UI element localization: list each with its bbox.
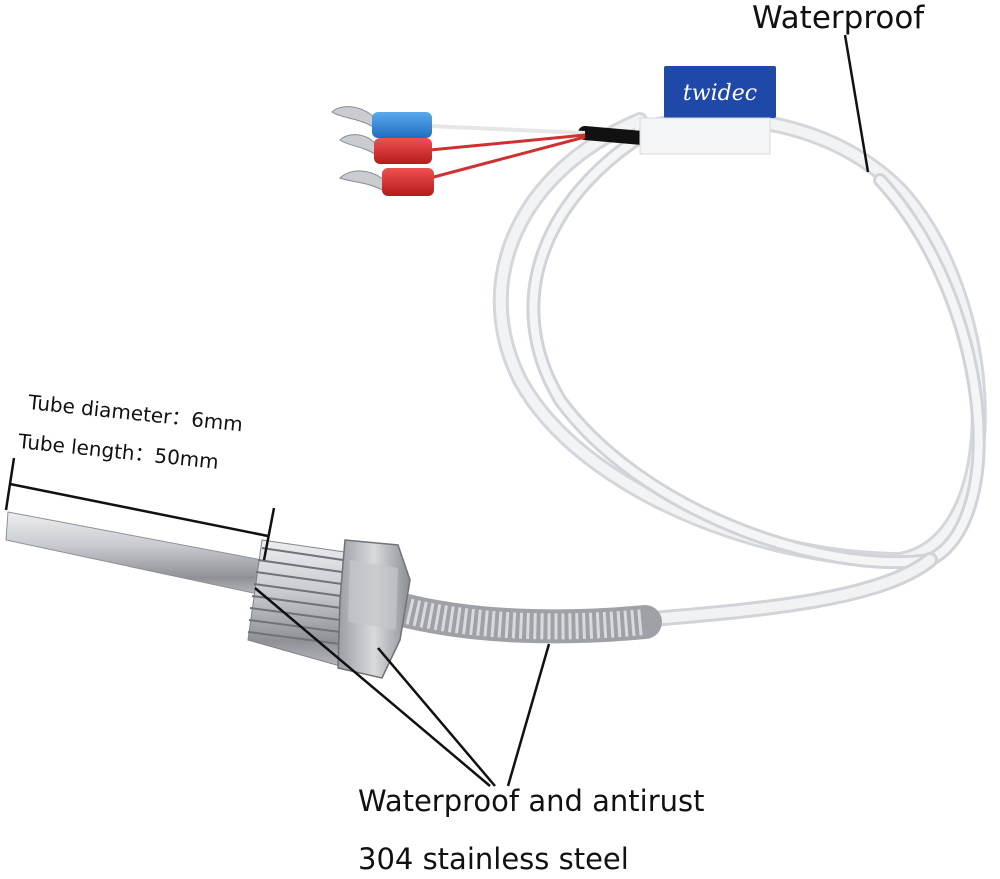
- brand-tag: twidec: [639, 66, 776, 155]
- leader-lines: [254, 34, 870, 787]
- stainless-steel-label: 304 stainless steel: [358, 842, 629, 876]
- cable-coil: [492, 110, 987, 628]
- blue-terminal: [372, 112, 432, 138]
- dimension-line: [4, 457, 276, 561]
- threaded-fitting: [247, 539, 411, 679]
- waterproof-antirust-label: Waterproof and antirust: [358, 784, 705, 818]
- protective-spring: [378, 591, 662, 644]
- red-terminal: [382, 168, 434, 196]
- red-terminal: [374, 138, 432, 164]
- brand-tag-text: twidec: [683, 81, 757, 106]
- waterproof-label: Waterproof: [752, 0, 925, 36]
- probe-tube: [5, 511, 263, 595]
- fork-terminals: [331, 106, 434, 196]
